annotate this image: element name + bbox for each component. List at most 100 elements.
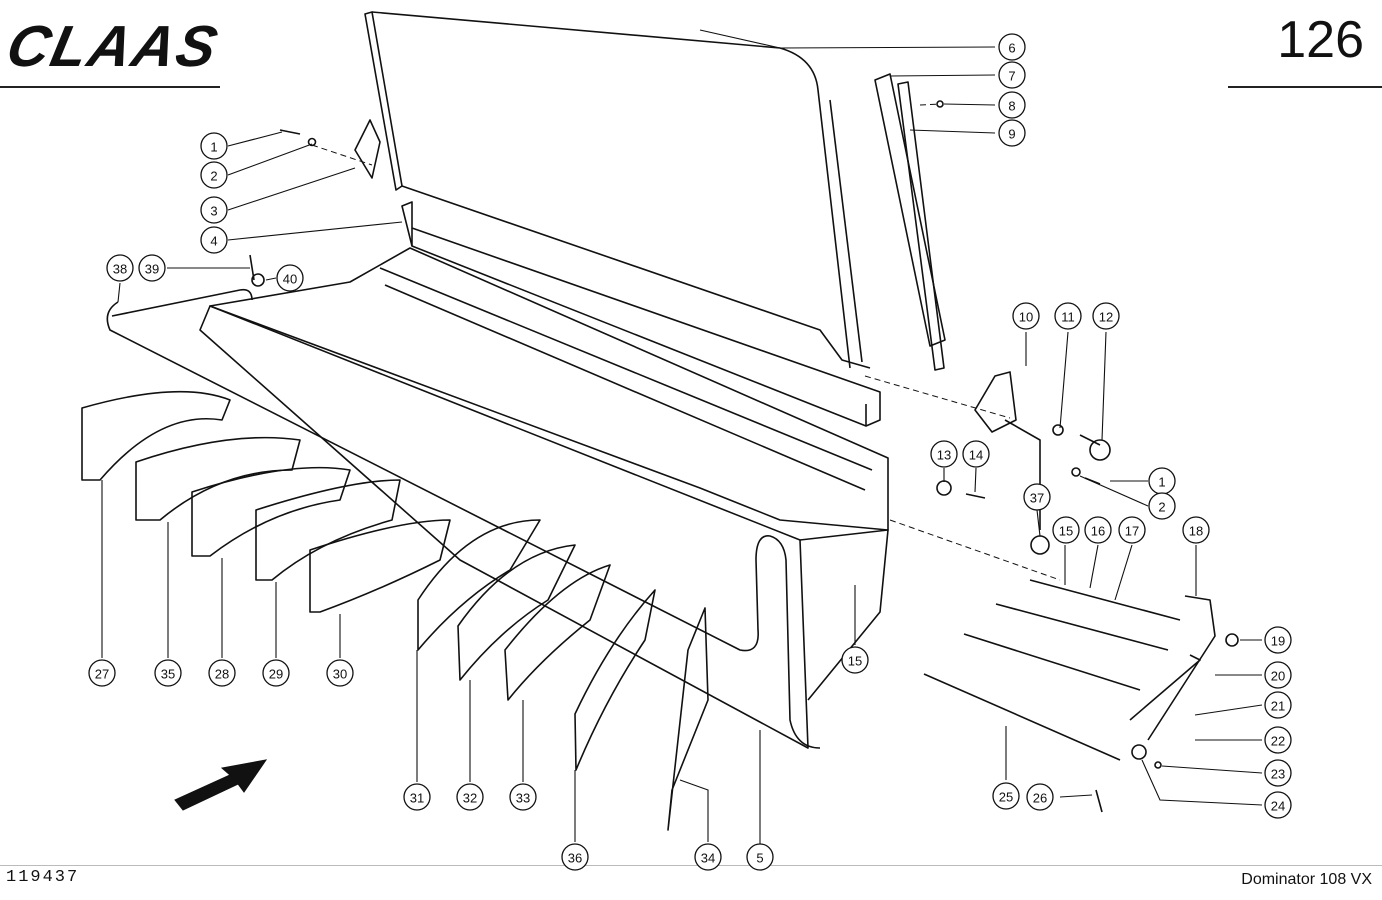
bolt-14 (965, 493, 986, 499)
callout-label: 21 (1271, 699, 1285, 714)
nut-13 (936, 480, 952, 496)
callout-16: 16 (1084, 516, 1112, 544)
chopper-housing-front (199, 305, 809, 749)
callout-label: 39 (145, 262, 159, 277)
callout-label: 17 (1125, 524, 1139, 539)
callout-label: 12 (1099, 310, 1113, 325)
callout-label: 13 (937, 448, 951, 463)
callout-17: 17 (1118, 516, 1146, 544)
callout-15-b: 15 (841, 646, 869, 674)
callout-label: 15 (848, 654, 862, 669)
callout-18: 18 (1182, 516, 1210, 544)
callout-2-b: 2 (1148, 492, 1176, 520)
callout-32: 32 (456, 783, 484, 811)
cover-panel-right-edge (371, 11, 851, 369)
callout-label: 11 (1061, 310, 1075, 325)
callout-label: 8 (1008, 99, 1015, 114)
callout-label: 37 (1030, 491, 1044, 506)
bolt-1-left (279, 129, 301, 135)
header-underline-left (0, 86, 220, 88)
callout-20: 20 (1264, 661, 1292, 689)
callout-40: 40 (276, 264, 304, 292)
callout-35: 35 (154, 659, 182, 687)
blade-36 (574, 589, 656, 771)
washer-40 (251, 273, 265, 287)
slat-25 (923, 673, 1121, 761)
callout-label: 10 (1019, 310, 1033, 325)
callout-label: 7 (1008, 69, 1015, 84)
cap-19 (1225, 633, 1239, 647)
blade-34 (667, 607, 709, 831)
cover-panel-left-edge (364, 11, 403, 191)
slat-frame-18 (1147, 595, 1216, 741)
callout-34: 34 (694, 843, 722, 871)
cover-panel-bottom-edge (401, 185, 871, 369)
callout-label: 4 (210, 234, 217, 249)
vane-30 (309, 519, 451, 613)
callout-22: 22 (1264, 726, 1292, 754)
rear-angle-bar (401, 201, 881, 427)
callout-7: 7 (998, 61, 1026, 89)
callout-label: 16 (1091, 524, 1105, 539)
bracket-3 (354, 119, 381, 179)
callout-label: 2 (1158, 500, 1165, 515)
callout-label: 35 (161, 667, 175, 682)
callout-label: 3 (210, 204, 217, 219)
parts-drawing (81, 11, 1239, 831)
callout-label: 15 (1059, 524, 1073, 539)
blade-32 (457, 544, 576, 681)
chopper-housing-top (209, 247, 889, 531)
callout-label: 26 (1033, 791, 1047, 806)
vane-29 (255, 479, 401, 581)
vane-35 (135, 436, 301, 521)
blade-31 (417, 519, 541, 651)
callout-label: 29 (269, 667, 283, 682)
callout-28: 28 (208, 659, 236, 687)
callout-label: 40 (283, 272, 297, 287)
callout-label: 28 (215, 667, 229, 682)
callout-1-b: 1 (1148, 467, 1176, 495)
direction-arrow-icon (174, 759, 268, 811)
callout-33: 33 (509, 783, 537, 811)
callout-label: 1 (1158, 475, 1165, 490)
callout-9: 9 (998, 119, 1026, 147)
callout-label: 2 (210, 169, 217, 184)
pin-23 (1154, 761, 1162, 769)
callout-label: 9 (1008, 127, 1015, 142)
callout-36: 36 (561, 843, 589, 871)
bracket-10 (974, 371, 1017, 433)
side-rail (897, 81, 945, 371)
screw-8 (936, 100, 944, 108)
callout-6: 6 (998, 33, 1026, 61)
knob-12 (1089, 439, 1111, 461)
bolt-26 (1095, 789, 1103, 813)
callout-4: 4 (200, 226, 228, 254)
blade-33 (504, 564, 611, 701)
callout-15: 15 (1052, 516, 1080, 544)
callout-label: 19 (1271, 634, 1285, 649)
callout-21: 21 (1264, 691, 1292, 719)
washer-2-right (1071, 467, 1081, 477)
callout-label: 34 (701, 851, 715, 866)
callout-2: 2 (200, 161, 228, 189)
callout-label: 24 (1271, 799, 1285, 814)
callout-label: 14 (969, 448, 983, 463)
assembly-lines (311, 103, 1061, 581)
knob-37 (1030, 535, 1050, 555)
model-name: Dominator 108 VX (1241, 871, 1372, 888)
callout-12: 12 (1092, 302, 1120, 330)
drawing-number: 119437 (6, 868, 80, 887)
perforated-strip (874, 73, 946, 347)
callout-27: 27 (88, 659, 116, 687)
vane-27 (81, 390, 231, 481)
callout-19: 19 (1264, 626, 1292, 654)
callout-label: 1 (210, 140, 217, 155)
callout-label: 32 (463, 791, 477, 806)
header-underline-right (1228, 86, 1382, 88)
callout-23: 23 (1264, 759, 1292, 787)
callout-label: 25 (999, 790, 1013, 805)
page-number: 126 (1277, 11, 1364, 69)
callout-31: 31 (403, 783, 431, 811)
callout-5: 5 (746, 843, 774, 871)
